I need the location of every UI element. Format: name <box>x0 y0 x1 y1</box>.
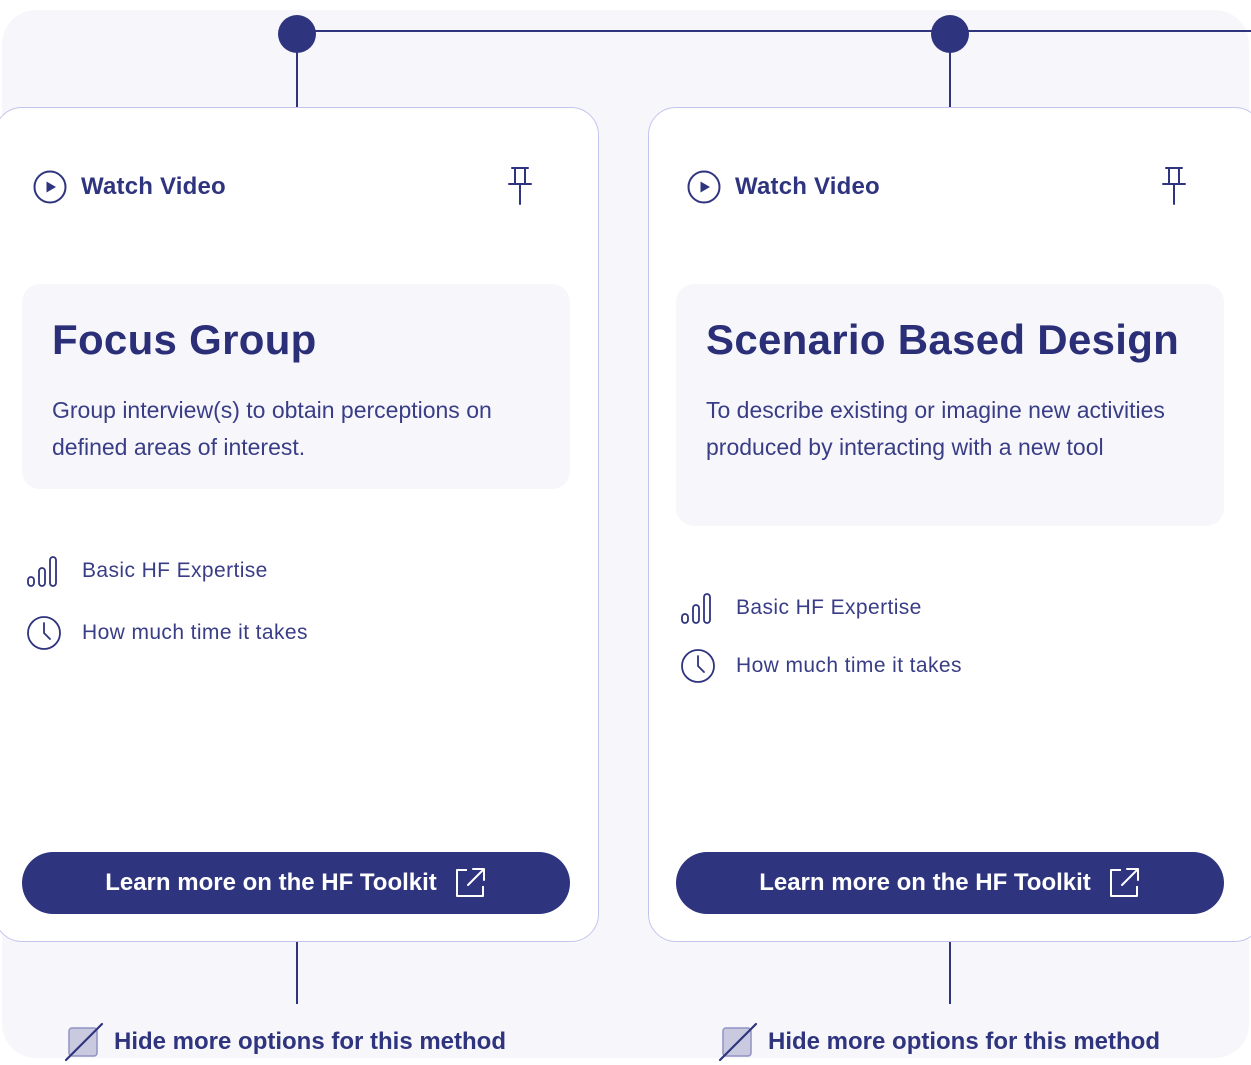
learn-more-toolkit-button[interactable]: Learn more on the HF Toolkit <box>22 852 570 914</box>
time-label: How much time it takes <box>736 654 962 677</box>
expertise-level: Basic HF Expertise <box>680 590 922 626</box>
method-title: Scenario Based Design <box>706 316 1180 363</box>
time-estimate: How much time it takes <box>26 615 308 651</box>
watch-video-label: Watch Video <box>735 173 880 200</box>
expertise-level: Basic HF Expertise <box>26 553 268 589</box>
pin-icon[interactable] <box>505 166 535 206</box>
learn-more-label: Learn more on the HF Toolkit <box>759 869 1091 896</box>
hide-options-label: Hide more options for this method <box>768 1028 1161 1055</box>
play-circle-icon <box>687 170 721 204</box>
method-card-focus-group <box>0 107 599 942</box>
signal-bars-icon <box>27 556 57 587</box>
timeline-line <box>297 30 1251 32</box>
timeline-connector <box>296 942 298 1004</box>
watch-video-button[interactable]: Watch Video <box>33 170 226 204</box>
timeline-node-focus-group <box>278 15 316 53</box>
time-label: How much time it takes <box>82 621 308 644</box>
hide-checkbox-icon <box>718 1022 758 1062</box>
timeline-connector <box>949 50 951 107</box>
clock-icon <box>27 616 61 650</box>
watch-video-label: Watch Video <box>81 173 226 200</box>
timeline-connector <box>296 50 298 107</box>
learn-more-toolkit-button[interactable]: Learn more on the HF Toolkit <box>676 852 1224 914</box>
pin-icon[interactable] <box>1159 166 1189 206</box>
hide-checkbox-icon <box>64 1022 104 1062</box>
external-link-icon <box>1109 868 1139 897</box>
watch-video-button[interactable]: Watch Video <box>687 170 880 204</box>
method-info-box: Scenario Based Design To describe existi… <box>676 284 1224 526</box>
hide-options-toggle[interactable]: Hide more options for this method <box>718 1022 1160 1062</box>
timeline-node-scenario-based-design <box>931 15 969 53</box>
timeline-connector <box>949 942 951 1004</box>
signal-bars-icon <box>681 593 711 624</box>
expertise-label: Basic HF Expertise <box>82 559 268 582</box>
learn-more-label: Learn more on the HF Toolkit <box>105 869 437 896</box>
play-circle-icon <box>33 170 67 204</box>
method-info-box: Focus Group Group interview(s) to obtain… <box>22 284 570 489</box>
clock-icon <box>681 649 715 683</box>
method-title: Focus Group <box>52 316 317 363</box>
method-description: Group interview(s) to obtain perceptions… <box>52 397 492 460</box>
external-link-icon <box>455 868 485 897</box>
time-estimate: How much time it takes <box>680 648 962 684</box>
expertise-label: Basic HF Expertise <box>736 596 922 619</box>
method-description: To describe existing or imagine new acti… <box>706 397 1165 460</box>
hide-options-label: Hide more options for this method <box>114 1028 507 1055</box>
hide-options-toggle[interactable]: Hide more options for this method <box>64 1022 506 1062</box>
